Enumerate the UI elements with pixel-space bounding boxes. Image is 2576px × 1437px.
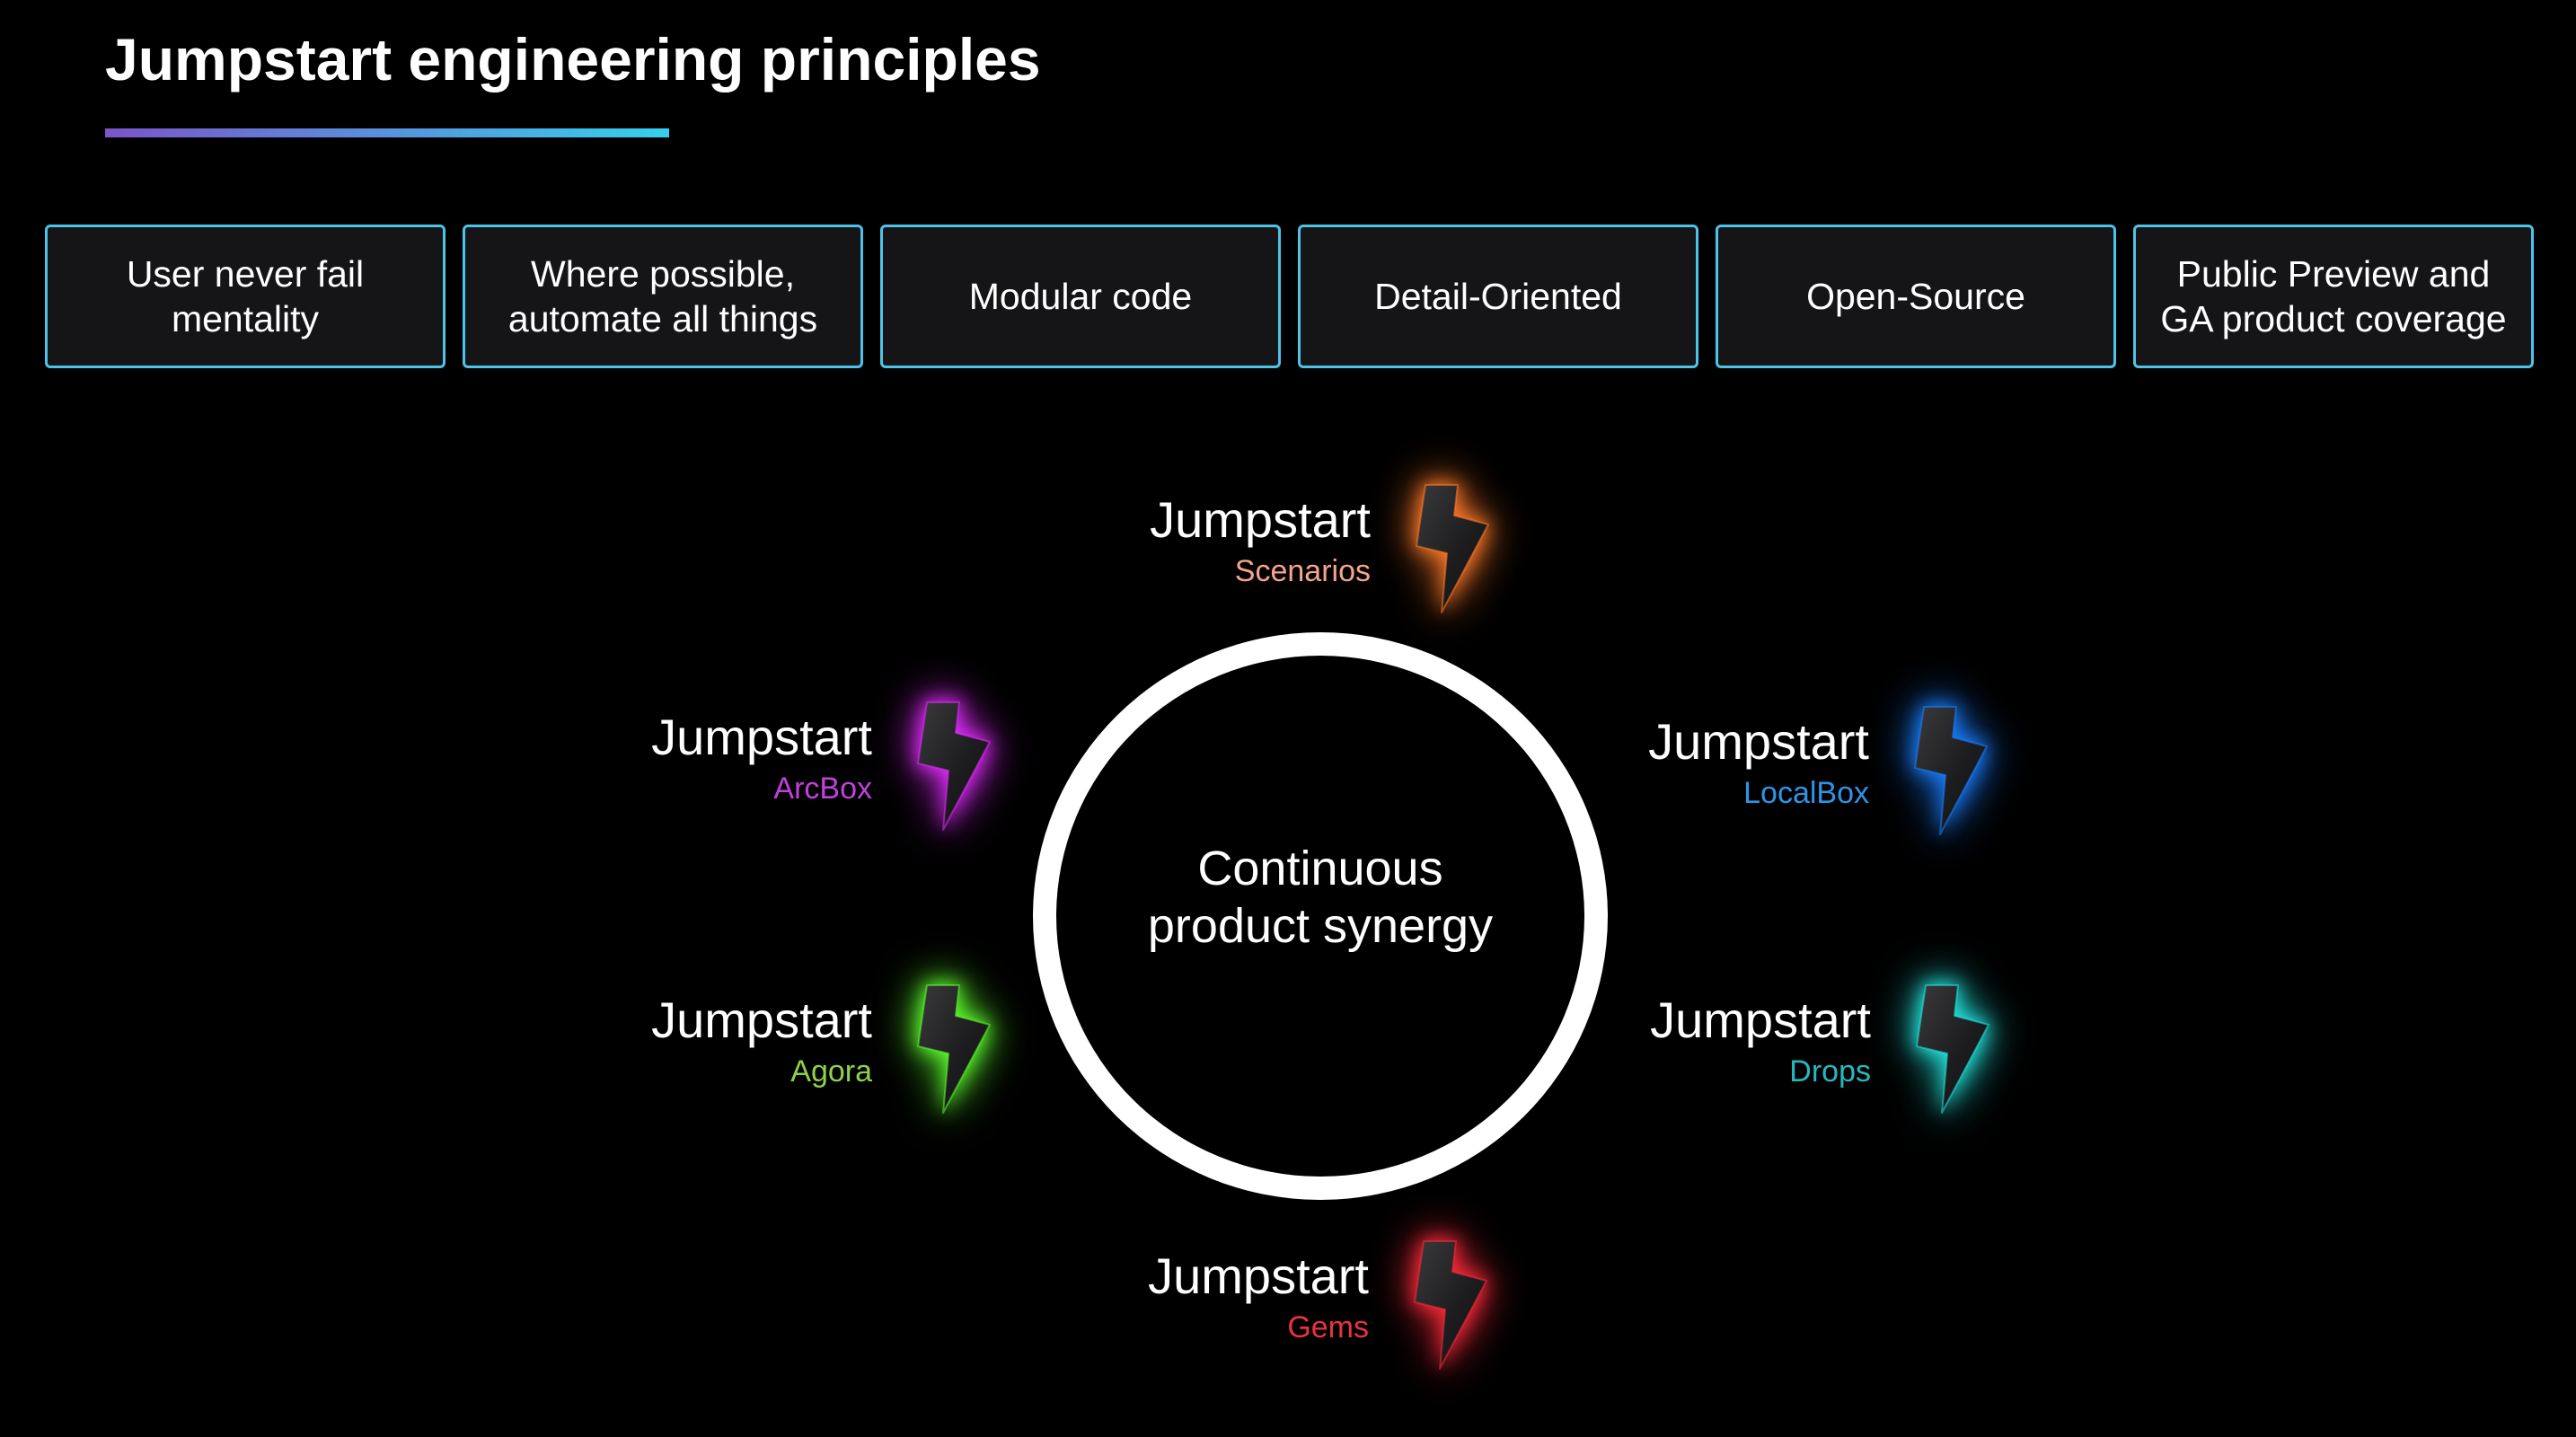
principle-box-modular-code: Modular code: [880, 225, 1281, 368]
principle-box-automate: Where possible, automate all things: [463, 225, 863, 368]
slide-title: Jumpstart engineering principles: [105, 26, 1041, 93]
product-localbox: Jumpstart LocalBox: [1648, 706, 1988, 835]
product-drops: Jumpstart Drops: [1650, 984, 1989, 1114]
product-gems: Jumpstart Gems: [1148, 1240, 1487, 1370]
product-subtitle: Agora: [790, 1054, 872, 1089]
product-subtitle: Drops: [1789, 1054, 1871, 1089]
lightning-bolt-icon: [1416, 484, 1489, 613]
product-name: Jumpstart: [1648, 713, 1869, 770]
title-underline: [105, 128, 669, 137]
product-name: Jumpstart: [651, 992, 872, 1048]
principle-label: Public Preview and GA product coverage: [2160, 253, 2507, 339]
product-subtitle: LocalBox: [1743, 776, 1869, 810]
principle-box-open-source: Open-Source: [1716, 225, 2116, 368]
principle-box-user-never-fail: User never fail mentality: [45, 225, 446, 368]
product-name: Jumpstart: [651, 709, 872, 765]
product-scenarios: Jumpstart Scenarios: [1150, 484, 1489, 613]
principles-row: User never fail mentality Where possible…: [45, 225, 2535, 368]
product-subtitle: Scenarios: [1234, 554, 1371, 588]
principle-label: Open-Source: [1806, 276, 2025, 317]
product-name: Jumpstart: [1650, 992, 1871, 1048]
lightning-bolt-icon: [917, 701, 991, 831]
lightning-bolt-icon: [1916, 984, 1989, 1114]
lightning-bolt-icon: [917, 984, 991, 1114]
product-subtitle: Gems: [1287, 1310, 1369, 1344]
lightning-bolt-icon: [1914, 706, 1988, 835]
principle-label: User never fail mentality: [126, 253, 365, 339]
principle-label: Modular code: [968, 276, 1193, 317]
principle-box-product-coverage: Public Preview and GA product coverage: [2133, 225, 2534, 368]
product-name: Jumpstart: [1150, 491, 1371, 548]
principle-box-detail-oriented: Detail-Oriented: [1298, 225, 1698, 368]
product-subtitle: ArcBox: [773, 771, 872, 806]
principle-label: Detail-Oriented: [1374, 276, 1622, 317]
product-agora: Jumpstart Agora: [651, 984, 991, 1114]
principle-label: Where possible, automate all things: [507, 253, 818, 339]
lightning-bolt-icon: [1414, 1240, 1487, 1370]
synergy-label: Continuous product synergy: [1147, 842, 1494, 953]
product-name: Jumpstart: [1148, 1247, 1369, 1304]
